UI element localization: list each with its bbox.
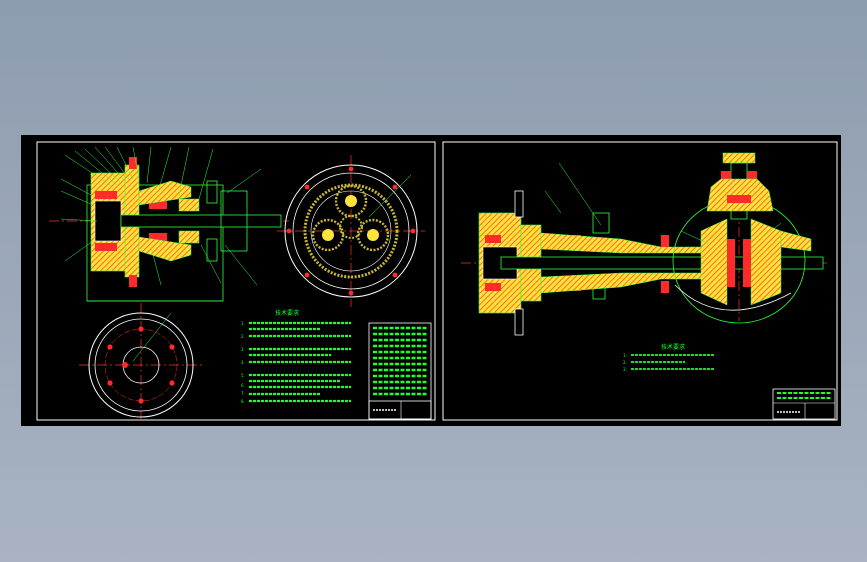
hub-stud-bottom [514, 308, 524, 336]
sheet-right-frame [442, 141, 838, 421]
pinion-bearing-lower [727, 195, 751, 203]
brake-drum-end-view [79, 303, 203, 419]
note-number: 4. [241, 360, 245, 365]
axle-tube [220, 190, 248, 252]
pinion-bearing-top [721, 171, 731, 183]
bearing-top [95, 191, 117, 199]
tech-notes-left-title: 技术要求 [275, 309, 299, 317]
note-number: 5. [241, 373, 245, 378]
parts-list-left-rows [373, 326, 427, 396]
planet-gear-3 [334, 184, 368, 218]
note-number: 1. [241, 321, 245, 326]
note-number: 3. [241, 347, 245, 352]
note-number: 3. [623, 367, 627, 372]
nut-top [206, 180, 218, 204]
ring-gear [303, 183, 399, 279]
parts-list-left [368, 322, 432, 420]
flange-bolt-holes [286, 166, 416, 296]
half-shaft [120, 214, 282, 228]
sheet-left: 技术要求 1. 2. 3. 4. 5. 6. 7. 8. [36, 141, 436, 421]
note-number: 7. [241, 391, 245, 396]
wheel-stud-bottom [129, 275, 137, 287]
cad-drawing-stage: 技术要求 1. 2. 3. 4. 5. 6. 7. 8. [21, 135, 841, 426]
tech-notes-right-title: 技术要求 [661, 343, 685, 351]
tech-notes-right: 技术要求 1. 2. 3. [623, 343, 715, 372]
note-number: 1. [623, 353, 627, 358]
title-block-right-rows [777, 392, 831, 399]
bearing-bottom [95, 243, 117, 251]
hub-stud-top [514, 190, 524, 218]
shaft-collar-top [178, 198, 200, 212]
tech-notes-left: 技术要求 1. 2. 3. 4. 5. 6. 7. 8. [241, 309, 351, 404]
planetary-hub-section-view [49, 146, 289, 302]
note-number: 2. [623, 360, 627, 365]
axle-housing-lower [540, 272, 712, 294]
drum-bolt-holes [107, 326, 175, 404]
side-gear-left [727, 239, 735, 287]
side-gear-right [743, 239, 751, 287]
ring-gear-section [780, 230, 812, 252]
drum-outer [88, 312, 194, 418]
drive-axle-assembly-view [461, 152, 827, 336]
sheet-right: 技术要求 1. 2. 3. [442, 141, 838, 421]
tech-notes-right-scribble [631, 354, 715, 370]
nut-bottom [206, 238, 218, 262]
pinion-flange [722, 152, 756, 164]
housing-arm-top [138, 180, 192, 206]
planetary-gear-end-view [277, 155, 425, 307]
planet-gear-2 [356, 218, 390, 252]
drum-leader [132, 312, 172, 362]
cad-drawing-canvas: 技术要求 1. 2. 3. 4. 5. 6. 7. 8. [36, 141, 838, 421]
ring-gear-inner [310, 190, 392, 272]
axle-housing-upper [540, 232, 712, 254]
axle-shaft [500, 256, 824, 270]
hub-bearing-bottom [485, 283, 501, 291]
hub-drum-inner [94, 200, 122, 242]
tech-notes-left-list: 1. 2. 3. 4. 5. 6. 7. 8. [241, 321, 245, 404]
right-leader-lines [544, 162, 782, 246]
planet-pin-2 [367, 229, 379, 241]
spindle-nut-top [592, 212, 610, 234]
diff-case-left [700, 218, 728, 306]
note-number: 8. [241, 399, 245, 404]
note-number: 2. [241, 334, 245, 339]
diff-case-right [750, 218, 782, 306]
seal-block-bottom [149, 233, 167, 243]
gear-view-outer-ring [284, 164, 418, 298]
gear-view-leader [368, 174, 412, 218]
sun-gear [339, 215, 363, 239]
hub-bearing-top [485, 235, 501, 243]
differential-cover [674, 284, 792, 311]
drum-rim [94, 318, 188, 412]
leader-lines [60, 146, 262, 286]
wheel-stud-top [129, 157, 137, 169]
housing-weld-ring-1 [661, 235, 669, 247]
housing-arm-bottom [138, 236, 192, 262]
note-number: 6. [241, 383, 245, 388]
seal-block-top [149, 199, 167, 209]
title-block-left [368, 400, 432, 420]
sheet-left-frame [36, 141, 436, 421]
parts-list-left-frame [368, 322, 432, 420]
housing-weld-ring-2 [661, 281, 669, 293]
planet-pin-3 [345, 195, 357, 207]
pinion-bearing-top-r [747, 171, 757, 183]
shaft-collar-bottom [178, 230, 200, 244]
title-block-right [772, 388, 836, 420]
drum-center-hole [122, 362, 128, 368]
tech-notes-left-scribble [249, 321, 351, 403]
gear-view-flange [292, 172, 410, 290]
title-block-right-frame [772, 388, 836, 420]
planet-pin-1 [322, 229, 334, 241]
